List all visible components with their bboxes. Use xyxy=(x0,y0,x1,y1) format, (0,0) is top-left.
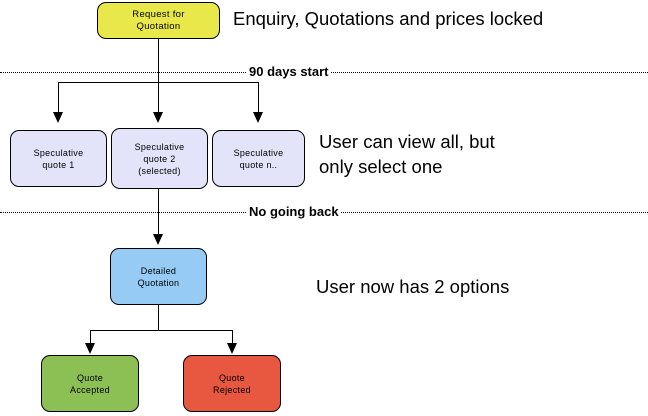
arrowhead-to-quote-rejected xyxy=(227,343,237,354)
divider-label-90-days-start: 90 days start xyxy=(247,64,331,79)
arrowhead-to-quote-accepted xyxy=(85,343,95,354)
node-speculative-quote-2-selected[interactable]: Speculative quote 2 (selected) xyxy=(111,128,208,189)
annotation-prices-locked: Enquiry, Quotations and prices locked xyxy=(233,8,544,29)
connector-fanout-middle xyxy=(158,82,159,114)
connector-fanout2-bar xyxy=(90,330,233,331)
node-label-quote-accepted: Quote Accepted xyxy=(70,372,110,395)
node-label-speculative-quote-n: Speculative quote n.. xyxy=(233,147,284,170)
node-detailed-quotation[interactable]: Detailed Quotation xyxy=(110,248,207,305)
node-label-quote-rejected: Quote Rejected xyxy=(213,372,251,395)
node-quote-rejected[interactable]: Quote Rejected xyxy=(183,355,281,412)
arrowhead-to-specn xyxy=(253,112,263,123)
connector-spec2-to-detailed xyxy=(158,189,159,235)
connector-detailed-to-fanout2 xyxy=(158,305,159,331)
annotation-view-all-select-one: User can view all, but only select one xyxy=(319,131,495,177)
node-request-for-quotation[interactable]: Request for Quotation xyxy=(97,2,220,39)
connector-rfq-to-fanout xyxy=(158,39,159,82)
connector-fanout-right xyxy=(258,82,259,114)
connector-fanout-left xyxy=(58,82,59,114)
divider-label-no-going-back: No going back xyxy=(247,204,341,219)
node-label-request-for-quotation: Request for Quotation xyxy=(132,8,185,32)
node-label-speculative-quote-2: Speculative quote 2 (selected) xyxy=(134,141,185,176)
arrowhead-to-spec2 xyxy=(153,112,163,123)
connector-fanout2-left xyxy=(90,330,91,344)
node-label-speculative-quote-1: Speculative quote 1 xyxy=(33,147,84,170)
arrowhead-to-detailed xyxy=(153,234,163,245)
node-label-detailed-quotation: Detailed Quotation xyxy=(137,265,180,288)
connector-fanout2-right xyxy=(232,330,233,344)
node-speculative-quote-n[interactable]: Speculative quote n.. xyxy=(212,130,305,187)
node-quote-accepted[interactable]: Quote Accepted xyxy=(41,355,139,412)
arrowhead-to-spec1 xyxy=(53,112,63,123)
annotation-two-options: User now has 2 options xyxy=(316,276,510,297)
node-speculative-quote-1[interactable]: Speculative quote 1 xyxy=(10,130,107,187)
